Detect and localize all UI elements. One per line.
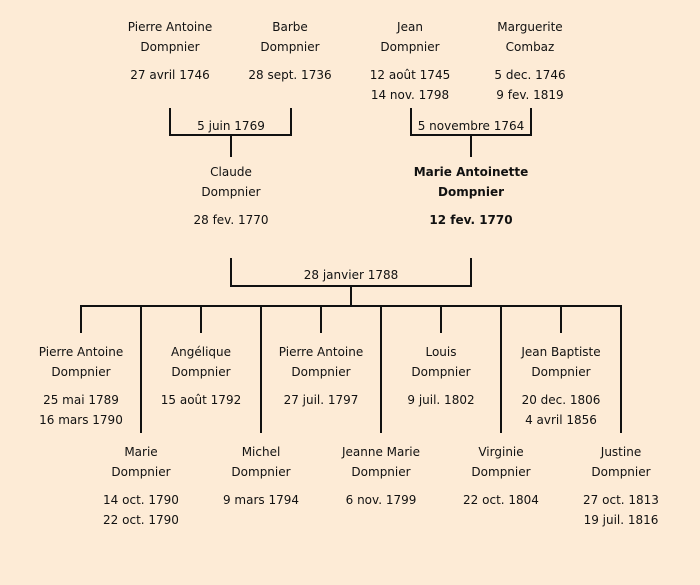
person-birth-date: 5 dec. 1746 <box>494 68 566 82</box>
person-birth-date: 25 mai 1789 <box>43 393 119 407</box>
person-first-name: Claude <box>210 165 252 179</box>
person-last-name: Dompnier <box>111 465 171 479</box>
person-last-name: Dompnier <box>380 40 440 54</box>
person-last-name: Dompnier <box>260 40 320 54</box>
person-last-name: Dompnier <box>471 465 531 479</box>
person-birth-date: 9 juil. 1802 <box>407 393 475 407</box>
person-birth-date: 12 août 1745 <box>369 68 451 82</box>
person-first-name: Jean <box>397 20 423 34</box>
person-first-name: Pierre Antoine <box>278 345 364 359</box>
person-first-name: Marie <box>124 445 158 459</box>
person-death-date: 16 mars 1790 <box>39 413 123 427</box>
person-first-name: Jeanne Marie <box>341 445 421 459</box>
person-last-name: Dompnier <box>351 465 411 479</box>
marriage-label-parents: 28 janvier 1788 <box>303 268 399 282</box>
person-first-name: Virginie <box>478 445 524 459</box>
person-first-name: Marie Antoinette <box>413 165 529 179</box>
person-birth-date: 28 sept. 1736 <box>248 68 332 82</box>
person-birth-date: 27 avril 1746 <box>130 68 210 82</box>
person-birth-date: 27 juil. 1797 <box>283 393 359 407</box>
person-birth-date: 28 fev. 1770 <box>193 213 269 227</box>
person-last-name: Dompnier <box>140 40 200 54</box>
person-death-date: 14 nov. 1798 <box>370 88 450 102</box>
person-last-name: Dompnier <box>201 185 261 199</box>
person-last-name: Dompnier <box>437 185 504 199</box>
person-death-date: 22 oct. 1790 <box>103 513 179 527</box>
person-death-date: 4 avril 1856 <box>525 413 597 427</box>
person-death-date: 19 juil. 1816 <box>583 513 659 527</box>
person-last-name: Dompnier <box>411 365 471 379</box>
person-last-name: Combaz <box>505 40 555 54</box>
person-last-name: Dompnier <box>171 365 231 379</box>
person-birth-date: 22 oct. 1804 <box>463 493 539 507</box>
person-first-name: Pierre Antoine <box>38 345 124 359</box>
person-first-name: Angélique <box>170 345 232 359</box>
person-birth-date: 6 nov. 1799 <box>345 493 417 507</box>
person-first-name: Justine <box>600 445 642 459</box>
person-first-name: Pierre Antoine <box>127 20 213 34</box>
person-first-name: Michel <box>241 445 281 459</box>
person-birth-date: 20 dec. 1806 <box>521 393 601 407</box>
person-birth-date: 12 fev. 1770 <box>429 213 513 227</box>
marriage-label-right: 5 novembre 1764 <box>417 119 525 133</box>
person-birth-date: 27 oct. 1813 <box>583 493 659 507</box>
person-birth-date: 9 mars 1794 <box>222 493 300 507</box>
person-birth-date: 14 oct. 1790 <box>103 493 179 507</box>
person-last-name: Dompnier <box>51 365 111 379</box>
person-death-date: 9 fev. 1819 <box>496 88 564 102</box>
person-first-name: Jean Baptiste <box>521 345 601 359</box>
person-first-name: Barbe <box>272 20 308 34</box>
person-last-name: Dompnier <box>531 365 591 379</box>
person-birth-date: 15 août 1792 <box>160 393 242 407</box>
person-first-name: Louis <box>425 345 457 359</box>
person-last-name: Dompnier <box>231 465 291 479</box>
person-first-name: Marguerite <box>497 20 563 34</box>
person-last-name: Dompnier <box>591 465 651 479</box>
marriage-label-left: 5 juin 1769 <box>197 119 265 133</box>
person-last-name: Dompnier <box>291 365 351 379</box>
